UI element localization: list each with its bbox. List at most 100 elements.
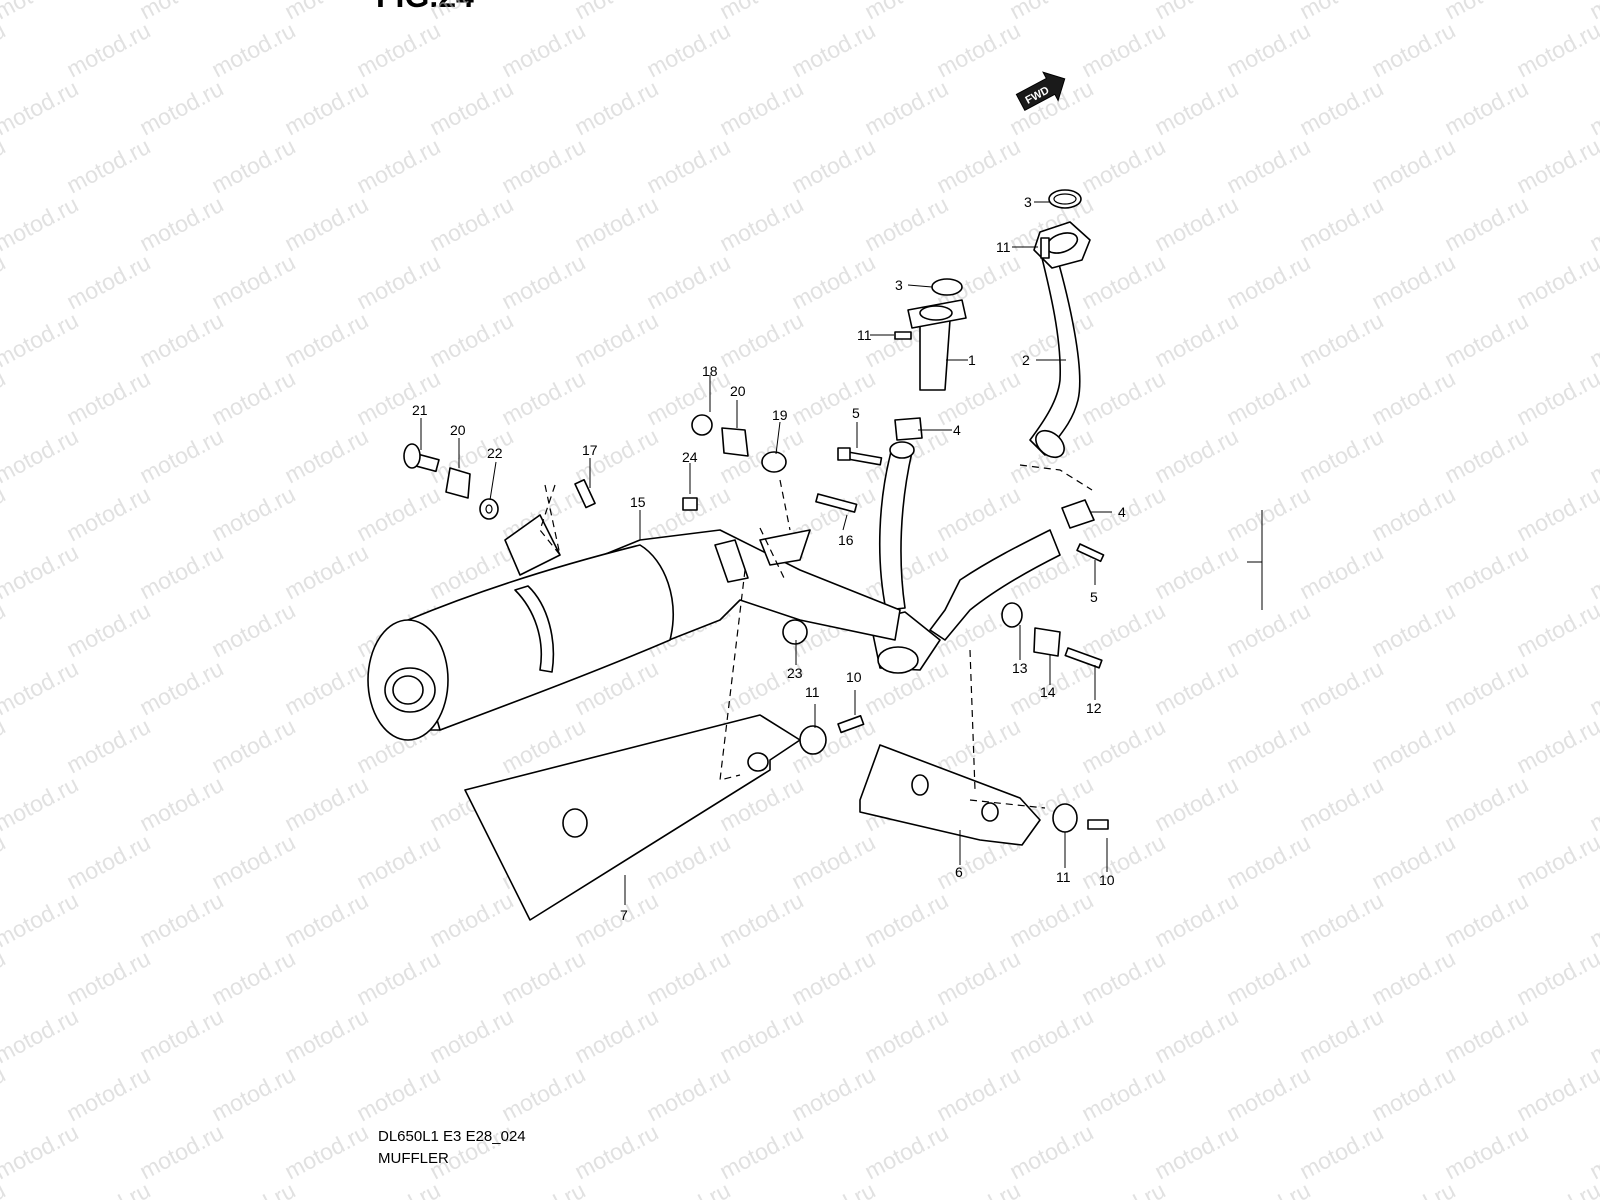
watermark-text: motod.ru: [787, 1177, 879, 1200]
washer-18: [691, 414, 713, 436]
figure-name: MUFFLER: [378, 1150, 449, 1167]
watermark-text: motod.ru: [0, 75, 82, 141]
watermark-text: motod.ru: [570, 75, 662, 141]
watermark-text: motod.ru: [1367, 945, 1459, 1011]
watermark-text: motod.ru: [1367, 481, 1459, 547]
bolt-21: [403, 443, 440, 473]
callout-24: 24: [682, 449, 698, 465]
watermark-text: motod.ru: [1367, 713, 1459, 779]
watermark-text: motod.ru: [62, 1061, 154, 1127]
watermark-text: motod.ru: [860, 887, 952, 953]
watermark-text: motod.ru: [1512, 1061, 1600, 1127]
watermark-text: motod.ru: [860, 1119, 952, 1185]
watermark-text: motod.ru: [207, 133, 299, 199]
watermark-text: motod.ru: [1077, 1061, 1169, 1127]
watermark-text: motod.ru: [0, 481, 9, 547]
watermark-text: motod.ru: [1150, 423, 1242, 489]
watermark-text: motod.ru: [570, 887, 662, 953]
watermark-text: motod.ru: [1222, 1177, 1314, 1200]
callout-17: 17: [582, 442, 598, 458]
watermark-text: motod.ru: [1512, 597, 1600, 663]
watermark-text: motod.ru: [1585, 423, 1600, 489]
muffler-bracket-left: [504, 514, 561, 576]
watermark-text: motod.ru: [715, 0, 807, 24]
watermark-text: motod.ru: [1222, 133, 1314, 199]
watermark-text: motod.ru: [352, 1177, 444, 1200]
watermark-text: motod.ru: [1150, 539, 1242, 605]
watermark-text: motod.ru: [1077, 1177, 1169, 1200]
watermark-text: motod.ru: [0, 539, 82, 605]
watermark-text: motod.ru: [62, 481, 154, 547]
watermark-text: motod.ru: [570, 1119, 662, 1185]
watermark-text: motod.ru: [62, 17, 154, 83]
assembly-lines: [539, 464, 1093, 809]
watermark-text: motod.ru: [135, 771, 227, 837]
watermark-text: motod.ru: [860, 75, 952, 141]
nut-24: [682, 497, 698, 511]
watermark-text: motod.ru: [0, 133, 9, 199]
watermark-text: motod.ru: [207, 249, 299, 315]
watermark-text: motod.ru: [1077, 249, 1169, 315]
callout-labels: 3 11 3 11 1 2 4 5 4 5 15 18 20 19 21 20 …: [412, 194, 1126, 923]
watermark-text: motod.ru: [280, 0, 372, 24]
callout-4-right: 4: [1118, 504, 1126, 520]
watermark-text: motod.ru: [1005, 887, 1097, 953]
watermark-text: motod.ru: [0, 829, 9, 895]
damper-rubber-20-right: [721, 427, 749, 457]
watermark-text: motod.ru: [1295, 0, 1387, 24]
watermark-text: motod.ru: [1222, 17, 1314, 83]
watermark-text: motod.ru: [932, 945, 1024, 1011]
callout-16: 16: [838, 532, 854, 548]
callout-3-lower: 3: [895, 277, 903, 293]
watermark-text: motod.ru: [280, 423, 372, 489]
grommet-11-right: [1052, 803, 1078, 833]
watermark-text: motod.ru: [352, 829, 444, 895]
watermark-text: motod.ru: [787, 1061, 879, 1127]
watermark-text: motod.ru: [280, 75, 372, 141]
watermark-text: motod.ru: [352, 17, 444, 83]
watermark-text: motod.ru: [497, 1177, 589, 1200]
watermark-text: motod.ru: [0, 713, 9, 779]
watermark-text: motod.ru: [1585, 771, 1600, 837]
watermark-text: motod.ru: [1585, 1119, 1600, 1185]
watermark-text: motod.ru: [425, 307, 517, 373]
watermark-text: motod.ru: [0, 17, 9, 83]
watermark-text: motod.ru: [207, 597, 299, 663]
stud-bolt-6: [1040, 237, 1050, 259]
watermark-text: motod.ru: [497, 249, 589, 315]
heat-shield-8: [859, 744, 1041, 846]
callout-7: 11: [857, 327, 872, 343]
bolt-12: [1064, 647, 1103, 669]
watermark-text: motod.ru: [1295, 887, 1387, 953]
watermark-text: motod.ru: [1512, 481, 1600, 547]
watermark-text: motod.ru: [352, 249, 444, 315]
watermark-text: motod.ru: [207, 1061, 299, 1127]
callout-19: 19: [772, 407, 788, 423]
watermark-text: motod.ru: [0, 249, 9, 315]
watermark-text: motod.ru: [642, 1061, 734, 1127]
watermark-text: motod.ru: [135, 75, 227, 141]
watermark-text: motod.ru: [570, 191, 662, 257]
watermark-text: motod.ru: [135, 191, 227, 257]
bolt-5-lower: [1076, 543, 1105, 563]
watermark-text: motod.ru: [207, 365, 299, 431]
watermark-text: motod.ru: [1585, 191, 1600, 257]
watermark-text: motod.ru: [62, 945, 154, 1011]
watermark-text: motod.ru: [1222, 481, 1314, 547]
watermark-text: motod.ru: [352, 481, 444, 547]
watermark-text: motod.ru: [352, 1061, 444, 1127]
callout-20-right: 20: [730, 383, 746, 399]
watermark-text: motod.ru: [1150, 771, 1242, 837]
watermark-text: motod.ru: [62, 597, 154, 663]
watermark-text: motod.ru: [0, 423, 82, 489]
watermark-text: motod.ru: [1585, 307, 1600, 373]
watermark-text: motod.ru: [1367, 133, 1459, 199]
stud-bolt-7: [894, 331, 912, 340]
washer-19: [761, 451, 787, 473]
watermark-text: motod.ru: [1295, 1119, 1387, 1185]
watermark-text: motod.ru: [932, 481, 1024, 547]
watermark-text: motod.ru: [715, 1119, 807, 1185]
watermark-text: motod.ru: [1440, 191, 1532, 257]
watermark-text: motod.ru: [860, 1003, 952, 1069]
watermark-text: motod.ru: [135, 1119, 227, 1185]
